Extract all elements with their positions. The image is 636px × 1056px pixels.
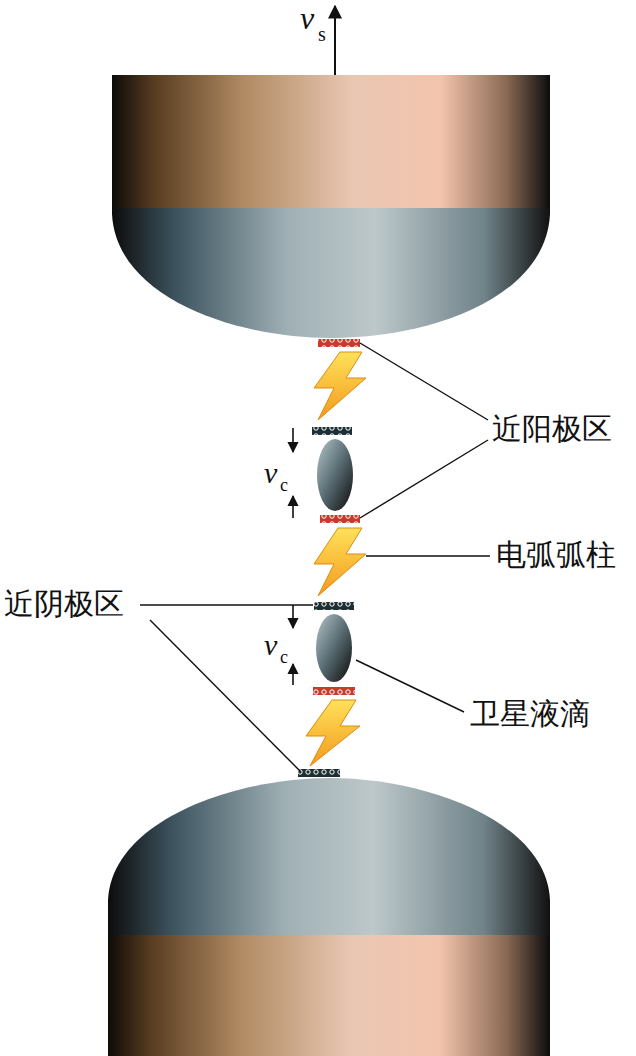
velocity-arrow bbox=[292, 428, 294, 452]
region-label: 近阳极区 bbox=[492, 414, 612, 444]
leader-line bbox=[360, 343, 488, 420]
near-anode-band bbox=[313, 687, 355, 695]
part-label: 卫星液滴 bbox=[470, 699, 590, 729]
anode-tip bbox=[112, 205, 550, 338]
anode-holder bbox=[112, 75, 550, 208]
velocity-subscript: c bbox=[280, 648, 288, 666]
velocity-symbol: v bbox=[264, 458, 277, 488]
leader-line bbox=[360, 440, 488, 518]
near-cathode-band bbox=[298, 769, 340, 777]
near-anode-band bbox=[318, 339, 360, 347]
velocity-arrow bbox=[292, 605, 294, 628]
region-label: 近阴极区 bbox=[4, 589, 124, 619]
velocity-arrow bbox=[334, 6, 336, 75]
velocity-symbol: v bbox=[264, 630, 277, 660]
satellite-droplet bbox=[316, 614, 352, 682]
leader-line bbox=[366, 555, 490, 556]
region-label: 电弧弧柱 bbox=[496, 540, 616, 570]
leader-line bbox=[356, 660, 464, 712]
satellite-droplet bbox=[317, 439, 353, 511]
arc-bolt bbox=[306, 352, 366, 766]
velocity-subscript: s bbox=[318, 24, 326, 44]
leader-line bbox=[140, 604, 313, 605]
near-cathode-band bbox=[312, 427, 352, 435]
near-anode-band bbox=[320, 515, 360, 523]
velocity-subscript: c bbox=[280, 476, 288, 494]
velocity-arrow bbox=[292, 664, 294, 685]
velocity-arrow bbox=[292, 496, 294, 518]
velocity-symbol: v bbox=[300, 2, 314, 34]
cathode-tip bbox=[108, 778, 550, 938]
near-cathode-band bbox=[314, 602, 354, 610]
leader-line bbox=[150, 620, 300, 771]
cathode-holder bbox=[108, 935, 550, 1056]
